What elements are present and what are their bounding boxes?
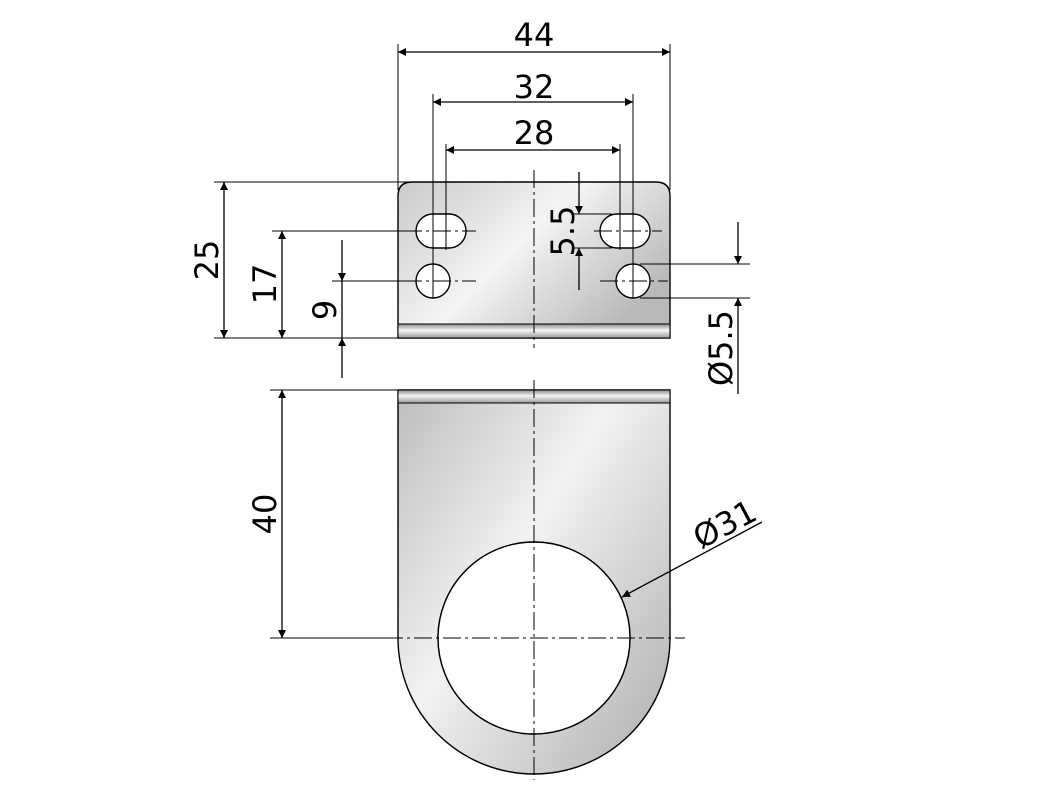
dim-label-hole-diameter: Ø5.5 <box>702 310 740 386</box>
dim-hole-diameter: Ø5.5 <box>702 222 742 394</box>
dim-pitch-28: 28 <box>446 114 620 154</box>
top-view <box>397 170 671 348</box>
dim-height-25: 25 <box>188 182 228 338</box>
extension-lines <box>214 44 750 639</box>
dim-label-40: 40 <box>246 494 284 535</box>
dim-pitch-32: 32 <box>433 68 633 106</box>
dim-label-5-5: 5.5 <box>544 206 582 257</box>
front-view <box>385 380 685 780</box>
dim-label-28: 28 <box>514 114 555 152</box>
dim-label-17: 17 <box>246 264 284 305</box>
dim-label-25: 25 <box>188 240 226 281</box>
dim-label-9: 9 <box>306 300 344 320</box>
dim-height-17: 17 <box>246 231 286 338</box>
dim-label-32: 32 <box>514 68 555 106</box>
dim-height-9: 9 <box>306 240 346 378</box>
dim-length-40: 40 <box>246 390 286 638</box>
dim-label-bore-diameter: Ø31 <box>687 492 763 556</box>
dim-slot-5-5: 5.5 <box>544 172 583 290</box>
dim-width-44: 44 <box>398 16 670 56</box>
dim-label-44: 44 <box>514 16 555 54</box>
